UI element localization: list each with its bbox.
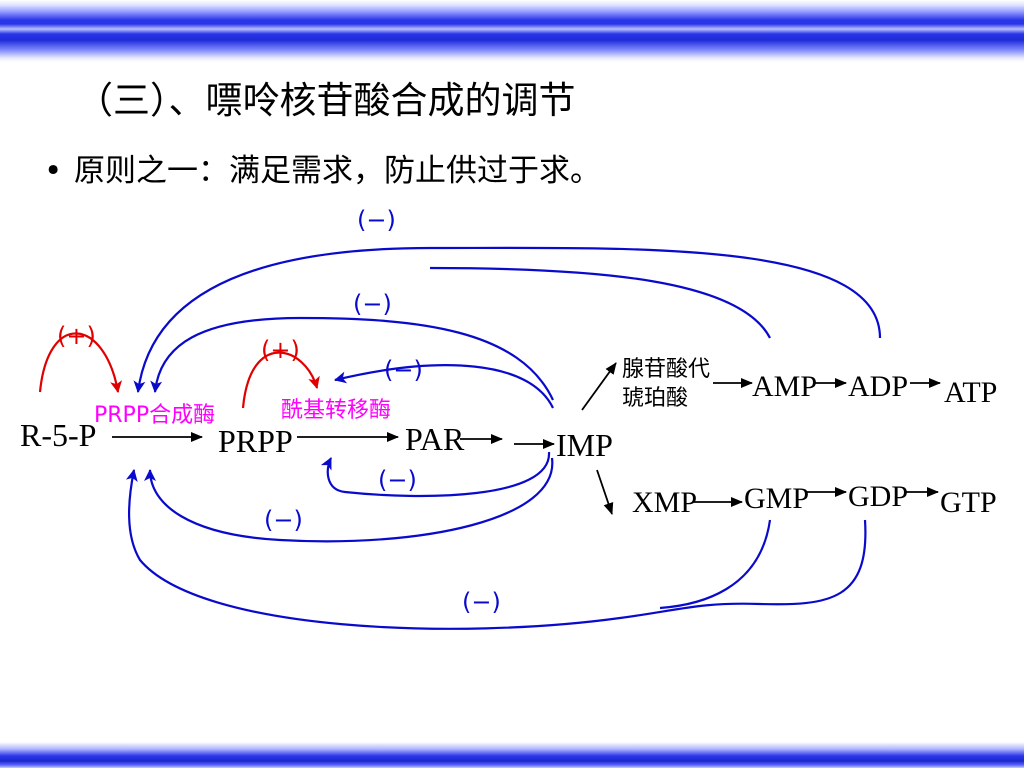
inhibition-arc-gmp-join bbox=[659, 519, 772, 610]
bottom-decorative-band bbox=[0, 742, 1024, 768]
node-r5p: R-5-P bbox=[20, 417, 96, 453]
inhibition-arc-gmp-gdp-to-prpp bbox=[125, 469, 867, 630]
node-adenylosuccinate-line2: 琥珀酸 bbox=[622, 386, 688, 411]
enzyme-amidotransferase: 酰基转移酶 bbox=[281, 398, 391, 423]
minus-sign-bottom: (−) bbox=[462, 588, 501, 616]
bullet-text: 原则之一：满足需求，防止供过于求。 bbox=[74, 153, 601, 189]
activation-arc-prpp-synthetase bbox=[38, 332, 122, 393]
minus-sign-lower: (−) bbox=[264, 506, 303, 534]
inhibition-arc-imp-to-amidotransferase bbox=[334, 364, 554, 409]
node-amp: AMP bbox=[752, 370, 817, 403]
node-adp: ADP bbox=[848, 370, 908, 403]
inhibition-arc-imp-to-prpp-lower bbox=[144, 457, 554, 543]
arrow-imp-adenylosuccinate bbox=[581, 362, 617, 411]
minus-sign-top: (−) bbox=[357, 206, 396, 234]
node-par: PAR bbox=[405, 421, 465, 457]
bullet-marker: • bbox=[44, 153, 63, 189]
bullet-point: • 原则之一：满足需求，防止供过于求。 bbox=[44, 145, 601, 190]
enzyme-prpp-synthetase: PRPP合成酶 bbox=[94, 403, 215, 428]
minus-sign-par-loop: (−) bbox=[378, 466, 417, 494]
node-gtp: GTP bbox=[940, 486, 997, 519]
plus-sign-amido: (+) bbox=[261, 336, 300, 364]
node-prpp: PRPP bbox=[218, 423, 293, 459]
minus-sign-second: (−) bbox=[353, 290, 392, 318]
node-gdp: GDP bbox=[848, 480, 908, 513]
node-atp: ATP bbox=[944, 376, 997, 409]
inhibition-arc-par-loop bbox=[320, 451, 551, 498]
inhibition-arc-amp-to-prpp-synthetase bbox=[429, 266, 771, 339]
node-adenylosuccinate-line1: 腺苷酸代 bbox=[622, 357, 710, 382]
minus-sign-amido: (−) bbox=[384, 356, 423, 384]
arrow-imp-xmp bbox=[596, 469, 614, 515]
node-xmp: XMP bbox=[632, 486, 697, 519]
top-decorative-band bbox=[0, 0, 1024, 62]
node-gmp: GMP bbox=[744, 482, 809, 515]
inhibition-arc-adp-to-prpp-synthetase bbox=[133, 246, 882, 393]
node-imp: IMP bbox=[556, 427, 613, 463]
activation-arc-amidotransferase bbox=[241, 351, 320, 409]
slide-title: （三）、嘌呤核苷酸合成的调节 bbox=[76, 79, 576, 122]
inhibition-arc-imp-to-prpp-synthetase bbox=[150, 316, 554, 401]
plus-sign-prpp: (+) bbox=[57, 322, 96, 350]
